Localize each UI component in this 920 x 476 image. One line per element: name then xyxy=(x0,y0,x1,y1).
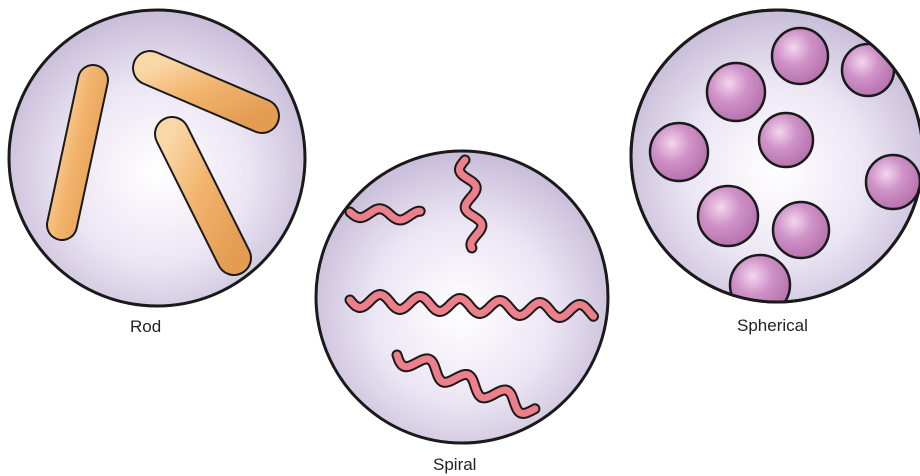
spiral-label: Spiral xyxy=(433,455,476,475)
spherical-bacterium-icon xyxy=(866,155,920,209)
spherical-bacterium-icon xyxy=(707,63,765,121)
spherical-bacterium-icon xyxy=(730,255,790,315)
spherical-bacterium-icon xyxy=(698,186,758,246)
rod-label: Rod xyxy=(130,317,161,337)
spherical-bacterium-icon xyxy=(842,44,894,96)
spherical-dish xyxy=(631,10,920,315)
spherical-bacterium-icon xyxy=(772,28,828,84)
spherical-label: Spherical xyxy=(737,316,808,336)
spiral-dish xyxy=(316,151,608,443)
spherical-bacterium-icon xyxy=(773,202,829,258)
spherical-bacterium-icon xyxy=(650,123,708,181)
rod-dish xyxy=(9,10,305,306)
spherical-bacterium-icon xyxy=(759,113,813,167)
